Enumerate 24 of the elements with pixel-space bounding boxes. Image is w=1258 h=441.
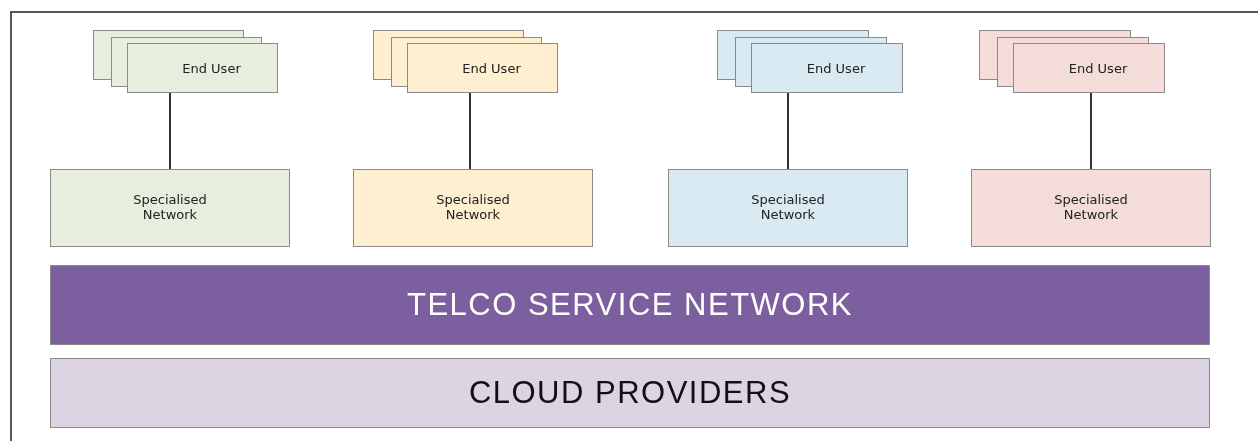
node-label: Specialised Network: [750, 193, 826, 223]
node-label: Specialised Network: [1053, 193, 1129, 223]
band-label: CLOUD PROVIDERS: [468, 375, 792, 411]
node-label: End User: [181, 60, 241, 76]
band-label: TELCO SERVICE NETWORK: [406, 287, 854, 323]
connector-line: [1090, 92, 1092, 170]
connector-line: [787, 92, 789, 170]
network-box: [353, 169, 593, 247]
end-user-card: [407, 43, 558, 93]
node-label: Specialised Network: [132, 193, 208, 223]
connector-line: [469, 92, 471, 170]
node-label: End User: [805, 60, 866, 76]
network-box: [668, 169, 908, 247]
node-label: End User: [1067, 60, 1128, 76]
node-label: Specialised Network: [435, 193, 511, 223]
node-label: End User: [461, 60, 521, 76]
end-user-card: [127, 43, 278, 93]
layer-band: [50, 358, 1210, 428]
end-user-card: [1013, 43, 1165, 93]
connector-line: [169, 92, 171, 170]
layer-band: [50, 265, 1210, 345]
network-box: [50, 169, 290, 247]
network-box: [971, 169, 1211, 247]
end-user-card: [751, 43, 903, 93]
